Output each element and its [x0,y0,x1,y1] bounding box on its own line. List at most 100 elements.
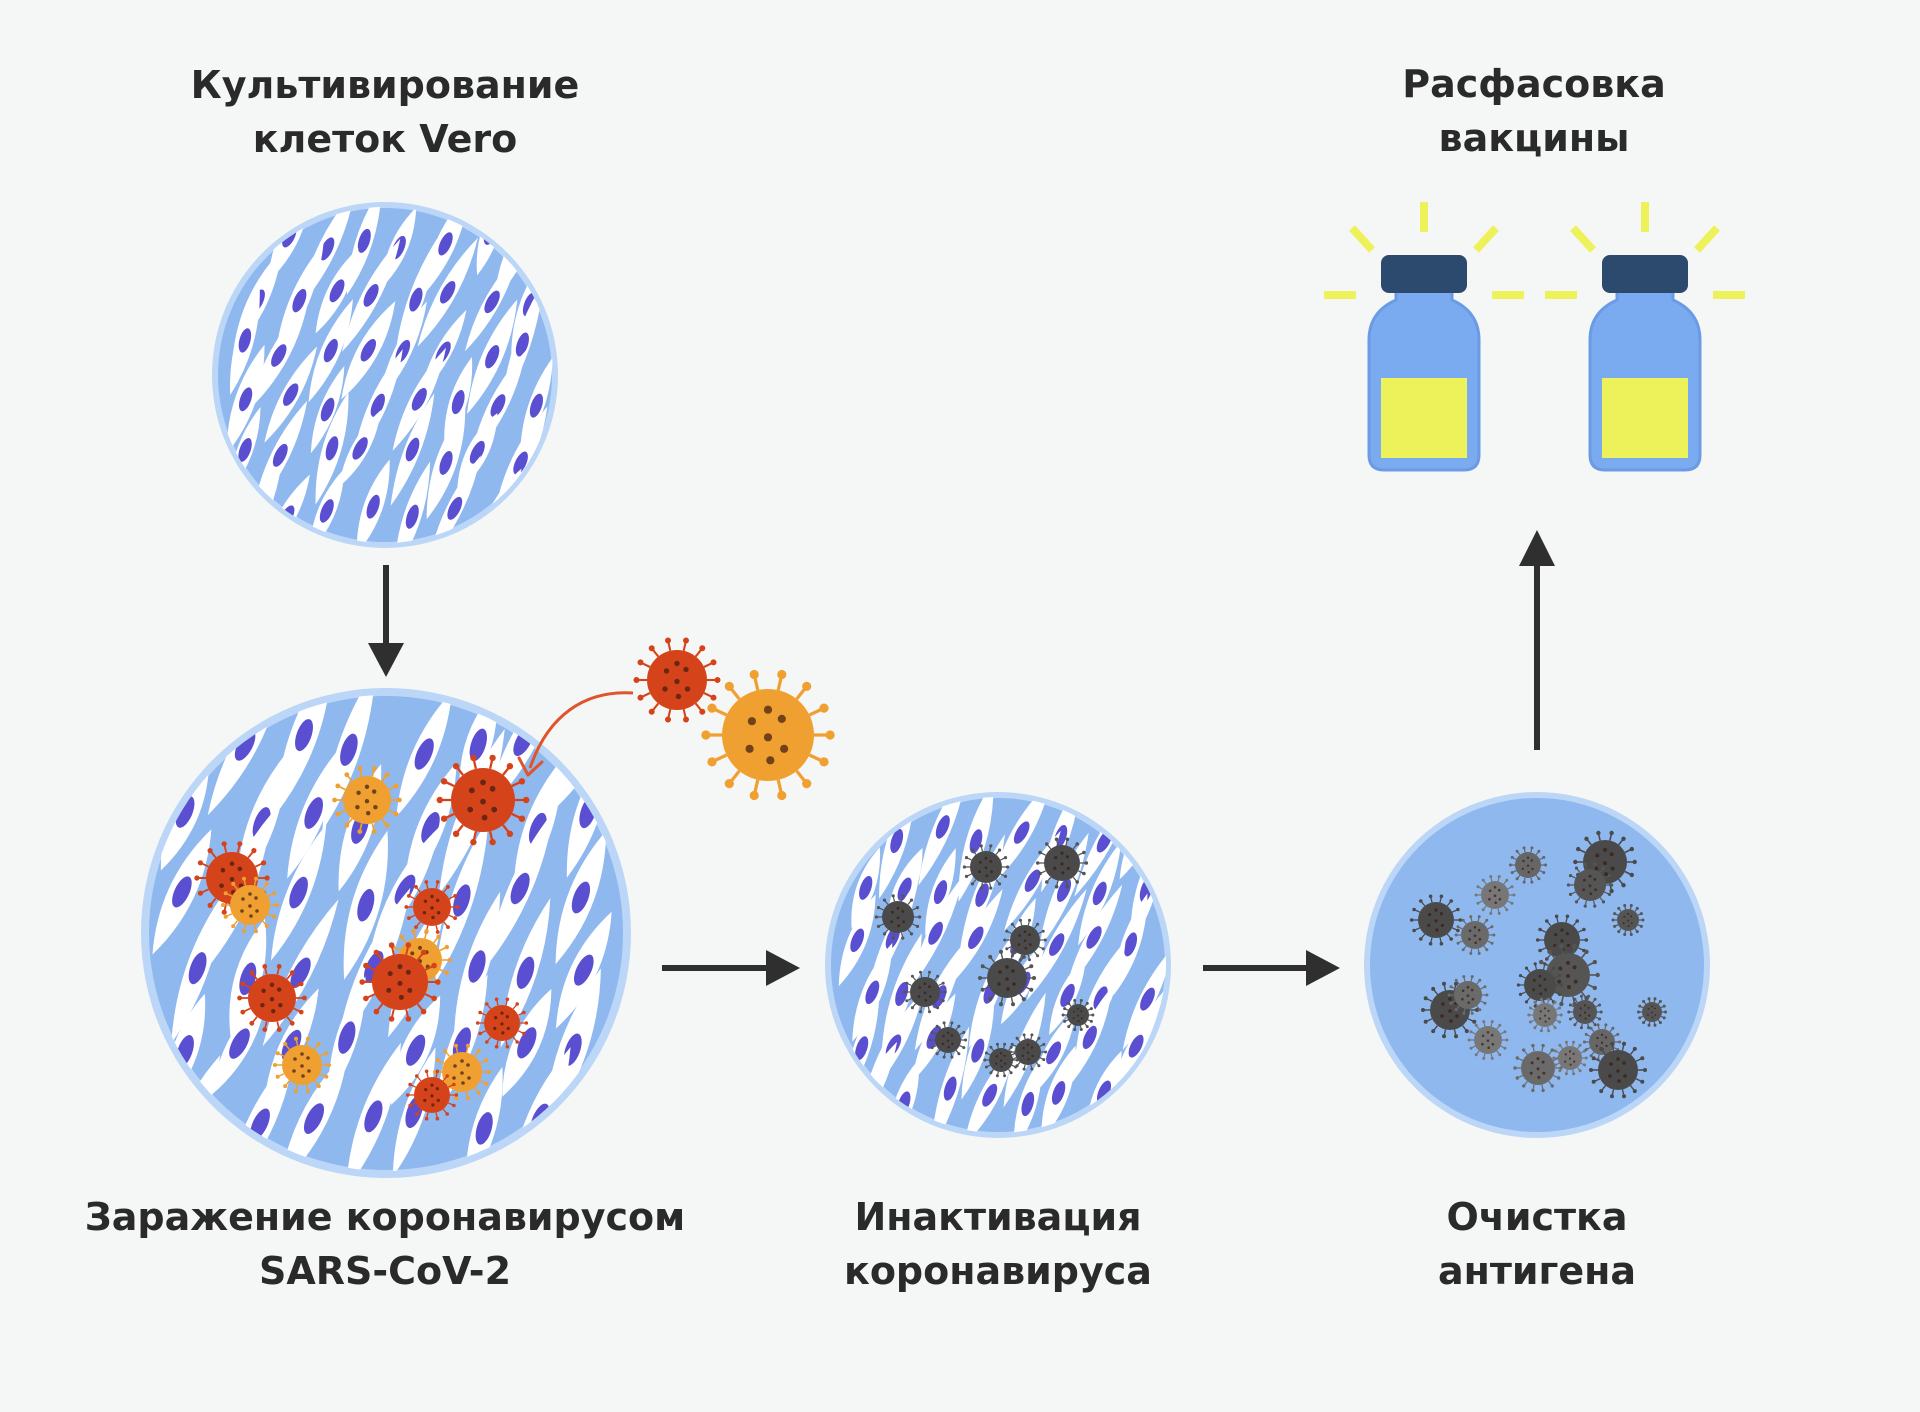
cell [555,830,607,965]
nucleus [573,954,594,986]
cell [502,988,552,1097]
nucleus [238,437,252,462]
virus-icon [237,964,307,1032]
nucleus [475,1112,493,1145]
inactivated-virus-particles [874,837,1095,1078]
nucleus [451,390,465,415]
nucleus [933,880,948,905]
nucleus [182,1101,203,1133]
nucleus [370,393,385,417]
nucleus [172,876,192,908]
vial-icon [1545,202,1745,472]
label-culture-line2: клеток Vero [252,117,518,161]
virus-icon [874,894,922,940]
nucleus [571,881,591,914]
nucleus [897,877,912,901]
virus-icon [962,844,1010,890]
cell [931,1026,970,1133]
nucleus [975,883,989,907]
nucleus [414,738,434,770]
nucleus [982,1083,998,1107]
cell [315,248,359,334]
nucleus [325,436,339,461]
nucleus [1092,881,1107,906]
nucleus [338,1021,356,1054]
cell [287,747,341,879]
nucleus [854,822,868,847]
cell [1067,986,1113,1089]
nucleus [513,451,528,475]
cell [1078,841,1122,946]
nucleus [865,980,880,1005]
nucleus [516,956,535,989]
nucleus [515,332,529,357]
nucleus [1049,933,1065,956]
cell [948,889,1003,987]
cell [152,829,212,955]
label-purification: Очистка антигена [1187,1190,1887,1298]
cell [1041,1045,1076,1133]
virus-icon [1513,1043,1563,1093]
cell [264,346,318,443]
cell [961,1001,995,1100]
cell [343,830,388,980]
cell [444,356,473,448]
virus-icon [1447,975,1489,1015]
cell [1026,889,1087,1001]
nucleus [1093,986,1108,1010]
cell [253,400,308,510]
cell [992,797,1051,884]
nucleus [282,383,299,406]
label-purification-line1: Очистка [1446,1195,1628,1239]
arrow-up-purification-to-packaging [1519,530,1555,750]
cell [356,459,390,543]
cell [838,894,876,987]
nucleus [271,344,287,367]
cell [322,695,376,831]
cell [308,299,353,403]
arrow-right-inactivation-to-purification [1203,950,1340,986]
cell [457,413,498,492]
cell [426,406,466,520]
vial-cap [1602,255,1688,293]
label-packaging-line1: Расфасовка [1402,62,1666,106]
nucleus [421,812,440,844]
virus-icon [1637,997,1667,1027]
cell [396,695,453,817]
nucleus [469,728,487,761]
virus-icon [359,942,441,1022]
virus-icon [978,949,1036,1007]
label-infection: Заражение коронавирусом SARS-CoV-2 [35,1190,735,1298]
nucleus [447,496,463,520]
nucleus [340,733,358,766]
virus-particles [194,754,530,1121]
virus-icon [1467,1020,1509,1060]
cell [1108,991,1164,1102]
cell [279,1050,349,1171]
cell [881,933,922,1055]
nucleus [329,279,345,303]
nucleus [394,874,416,905]
nucleus [170,737,190,770]
cell [270,824,327,961]
nucleus [1024,869,1041,892]
cell [394,461,431,543]
nucleus [303,1103,325,1134]
nucleus [576,728,598,760]
cell [310,365,345,454]
nucleus [238,387,253,412]
cell [1113,893,1148,996]
cell [315,392,349,505]
nucleus [438,232,453,256]
nucleus [1132,826,1147,850]
nucleus [292,288,307,313]
vial-liquid [1602,378,1688,458]
virus-icon [1516,962,1564,1008]
nucleus [529,393,543,418]
nucleus [357,228,371,253]
virus-icon [928,1021,968,1059]
cell [226,344,265,454]
nucleus [366,494,380,519]
vial-cap [1381,255,1467,293]
antigen-particles [1409,830,1667,1099]
